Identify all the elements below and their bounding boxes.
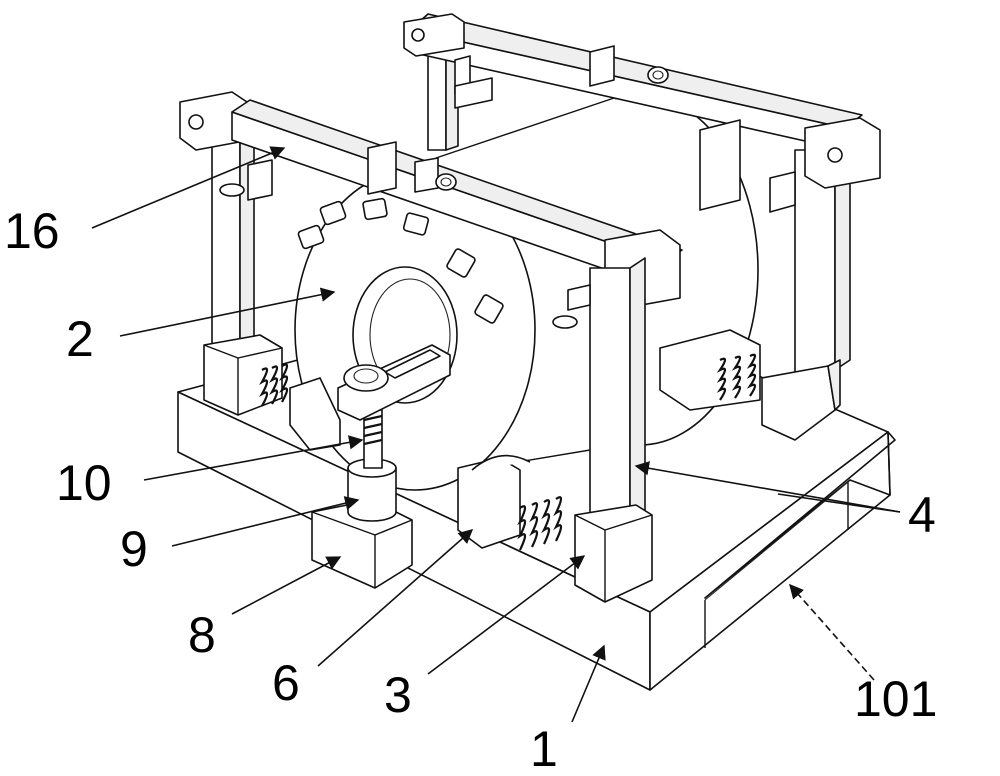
rim-blocks [297, 197, 504, 324]
leader-10 [143, 435, 364, 481]
leader-1 [571, 644, 606, 723]
callout-16: 16 [4, 203, 60, 259]
leader-4a [634, 461, 901, 513]
leader-6 [317, 529, 474, 667]
callout-10: 10 [56, 455, 112, 511]
leader-3 [427, 555, 586, 675]
callout-2: 2 [66, 311, 94, 367]
leader-2 [119, 287, 336, 337]
leader-lines [91, 146, 901, 723]
callout-4: 4 [908, 487, 936, 543]
leader-9 [171, 496, 360, 547]
leader-4b [777, 493, 901, 513]
callout-1: 1 [530, 721, 558, 776]
callout-101: 101 [854, 671, 937, 727]
front-frame [179, 91, 683, 603]
callout-8: 8 [188, 607, 216, 663]
callout-9: 9 [120, 521, 148, 577]
callout-labels: 16 2 10 9 8 6 3 1 4 101 [4, 203, 937, 776]
leader-101 [789, 583, 875, 681]
leader-16 [91, 146, 286, 229]
callout-3: 3 [384, 667, 412, 723]
callout-6: 6 [272, 655, 300, 711]
rear-frame [403, 13, 881, 441]
leader-8 [231, 556, 342, 615]
